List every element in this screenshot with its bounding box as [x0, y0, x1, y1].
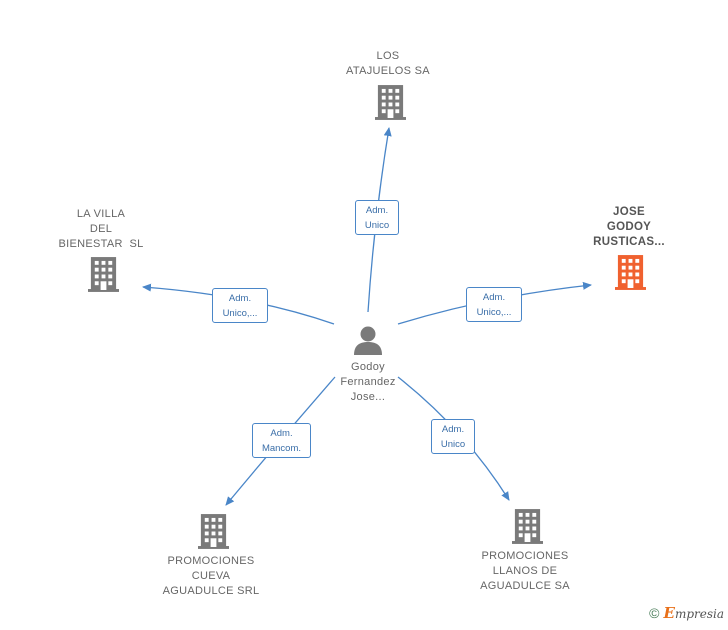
person-icon[interactable]: [354, 326, 382, 356]
building-icon[interactable]: [512, 509, 543, 544]
edges-layer: [142, 127, 592, 506]
node-label-promociones-llanos[interactable]: PROMOCIONES LLANOS DE AGUADULCE SA: [480, 550, 570, 592]
footer-brand[interactable]: ©Empresia: [649, 604, 724, 622]
node-label-promociones-cueva[interactable]: PROMOCIONES CUEVA AGUADULCE SRL: [162, 555, 260, 597]
node-label-los-atajuelos[interactable]: LOS ATAJUELOS SA: [346, 50, 430, 77]
edge-label-promociones-llanos[interactable]: Adm. Unico: [431, 419, 475, 454]
edge-label-la-villa[interactable]: Adm. Unico,...: [212, 288, 268, 323]
node-label-la-villa[interactable]: LA VILLA DEL BIENESTAR SL: [58, 208, 144, 250]
building-icon[interactable]: [615, 255, 646, 290]
edge-label-promociones-cueva[interactable]: Adm. Mancom.: [252, 423, 311, 458]
brand-logo: Empresia: [663, 604, 725, 622]
edge-label-jose-godoy[interactable]: Adm. Unico,...: [466, 287, 522, 322]
building-icon[interactable]: [375, 85, 406, 120]
node-label-jose-godoy[interactable]: JOSE GODOY RUSTICAS...: [593, 206, 665, 248]
copyright-icon: ©: [649, 605, 660, 621]
center-person-label[interactable]: Godoy Fernandez Jose...: [340, 361, 396, 403]
building-icon[interactable]: [198, 514, 229, 549]
building-icon[interactable]: [88, 257, 119, 292]
edge-label-los-atajuelos[interactable]: Adm. Unico: [355, 200, 399, 235]
